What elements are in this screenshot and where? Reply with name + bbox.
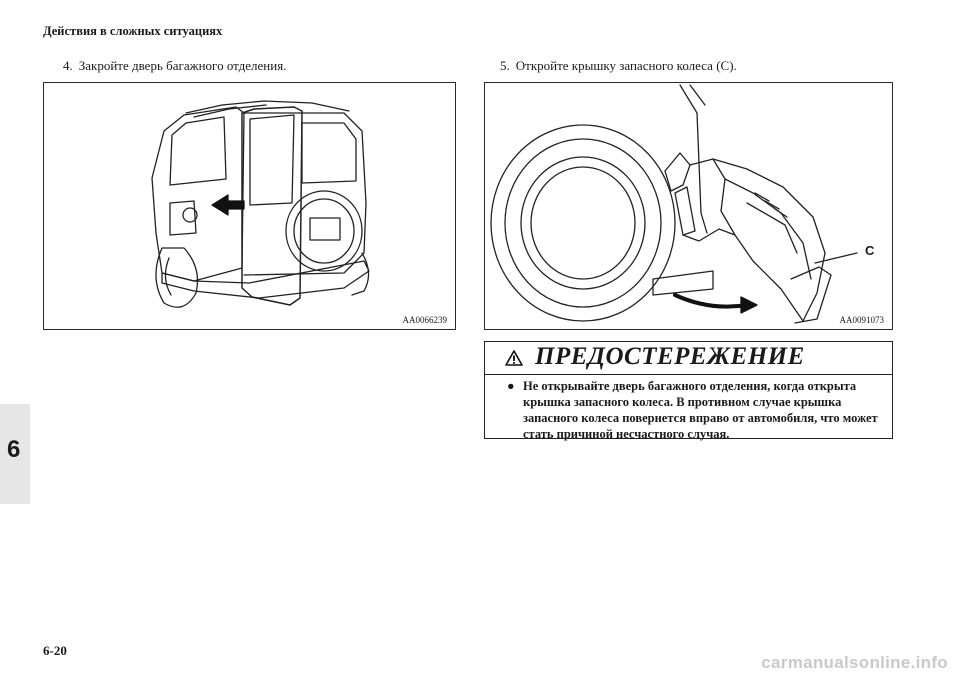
warning-header: ПРЕДОСТЕРЕЖЕНИЕ (485, 342, 892, 375)
warning-box: ПРЕДОСТЕРЕЖЕНИЕ ● Не открывайте дверь ба… (484, 341, 893, 442)
step-4: 4. Закройте дверь багажного отделения. (63, 58, 286, 74)
rear-door-illustration (151, 100, 370, 308)
spare-wheel-cover-illustration (490, 84, 858, 324)
warning-title: ПРЕДОСТЕРЕЖЕНИЕ (535, 343, 805, 370)
page-number: 6-20 (43, 643, 67, 658)
step-text: Закройте дверь багажного отделения. (78, 58, 287, 73)
warning-body: ● Не открывайте дверь багажного отделени… (507, 378, 878, 442)
chapter-tab: 6 (0, 404, 30, 504)
step-5: 5. Откройте крышку запасного колеса (C). (500, 58, 737, 74)
watermark: carmanualsonline.info (761, 653, 948, 672)
figure-code: AA0066239 (400, 315, 449, 325)
warning-text: Не открывайте дверь багажного отделения,… (523, 379, 878, 441)
figure-rear-door: AA0066239 (43, 82, 456, 330)
chapter-number: 6 (7, 436, 21, 463)
bullet-icon: ● (507, 379, 515, 393)
section-header-title: Действия в сложных ситуациях (43, 24, 223, 38)
figure-code: AA0091073 (837, 315, 886, 325)
step-text: Откройте крышку запасного колеса (C). (515, 58, 737, 73)
callout-label-c: C (865, 243, 875, 258)
step-number: 4. (63, 58, 73, 73)
figure-spare-wheel-cover: C AA0091073 (484, 82, 893, 330)
step-number: 5. (500, 58, 510, 73)
warning-triangle-icon (505, 350, 523, 366)
